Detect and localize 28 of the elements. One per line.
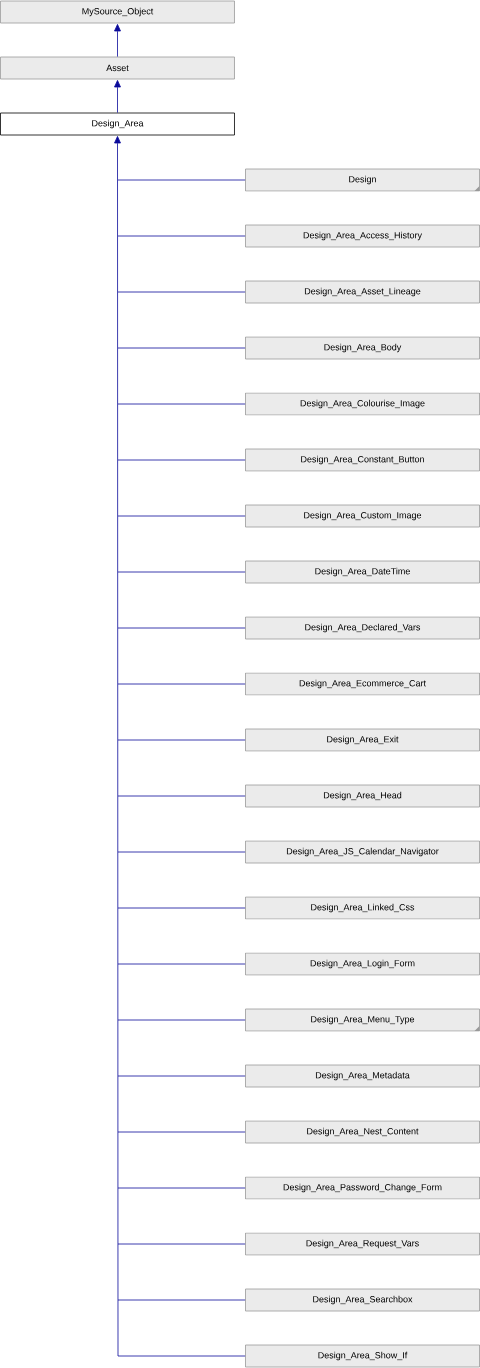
class-box: Design_Area_Show_If xyxy=(245,1344,480,1368)
class-box: Design_Area_Login_Form xyxy=(245,952,480,976)
class-box: Design_Area_Colourise_Image xyxy=(245,392,480,416)
class-box: MySource_Object xyxy=(0,0,235,24)
class-box: Design_Area_Menu_Type xyxy=(245,1008,480,1032)
class-box: Design_Area_Exit xyxy=(245,728,480,752)
class-box: Design_Area_Nest_Content xyxy=(245,1120,480,1144)
class-box: Design_Area_JS_Calendar_Navigator xyxy=(245,840,480,864)
class-box: Design_Area_Custom_Image xyxy=(245,504,480,528)
class-box: Design_Area_Access_History xyxy=(245,224,480,248)
class-box: Design_Area_DateTime xyxy=(245,560,480,584)
inheritance-arrow xyxy=(114,136,121,1357)
inheritance-arrow xyxy=(114,24,121,57)
class-box: Design_Area_Password_Change_Form xyxy=(245,1176,480,1200)
class-box: Design_Area_Linked_Css xyxy=(245,896,480,920)
class-box: Design_Area_Declared_Vars xyxy=(245,616,480,640)
class-box: Design_Area_Body xyxy=(245,336,480,360)
class-box: Design_Area_Request_Vars xyxy=(245,1232,480,1256)
class-box: Design_Area_Searchbox xyxy=(245,1288,480,1312)
class-box: Design_Area_Ecommerce_Cart xyxy=(245,672,480,696)
class-box: Design xyxy=(245,168,480,192)
class-box: Design_Area xyxy=(0,112,235,136)
class-box: Design_Area_Head xyxy=(245,784,480,808)
class-box: Design_Area_Asset_Lineage xyxy=(245,280,480,304)
class-box: Design_Area_Metadata xyxy=(245,1064,480,1088)
class-box: Asset xyxy=(0,56,235,80)
class-box: Design_Area_Constant_Button xyxy=(245,448,480,472)
inheritance-arrow xyxy=(114,80,121,113)
